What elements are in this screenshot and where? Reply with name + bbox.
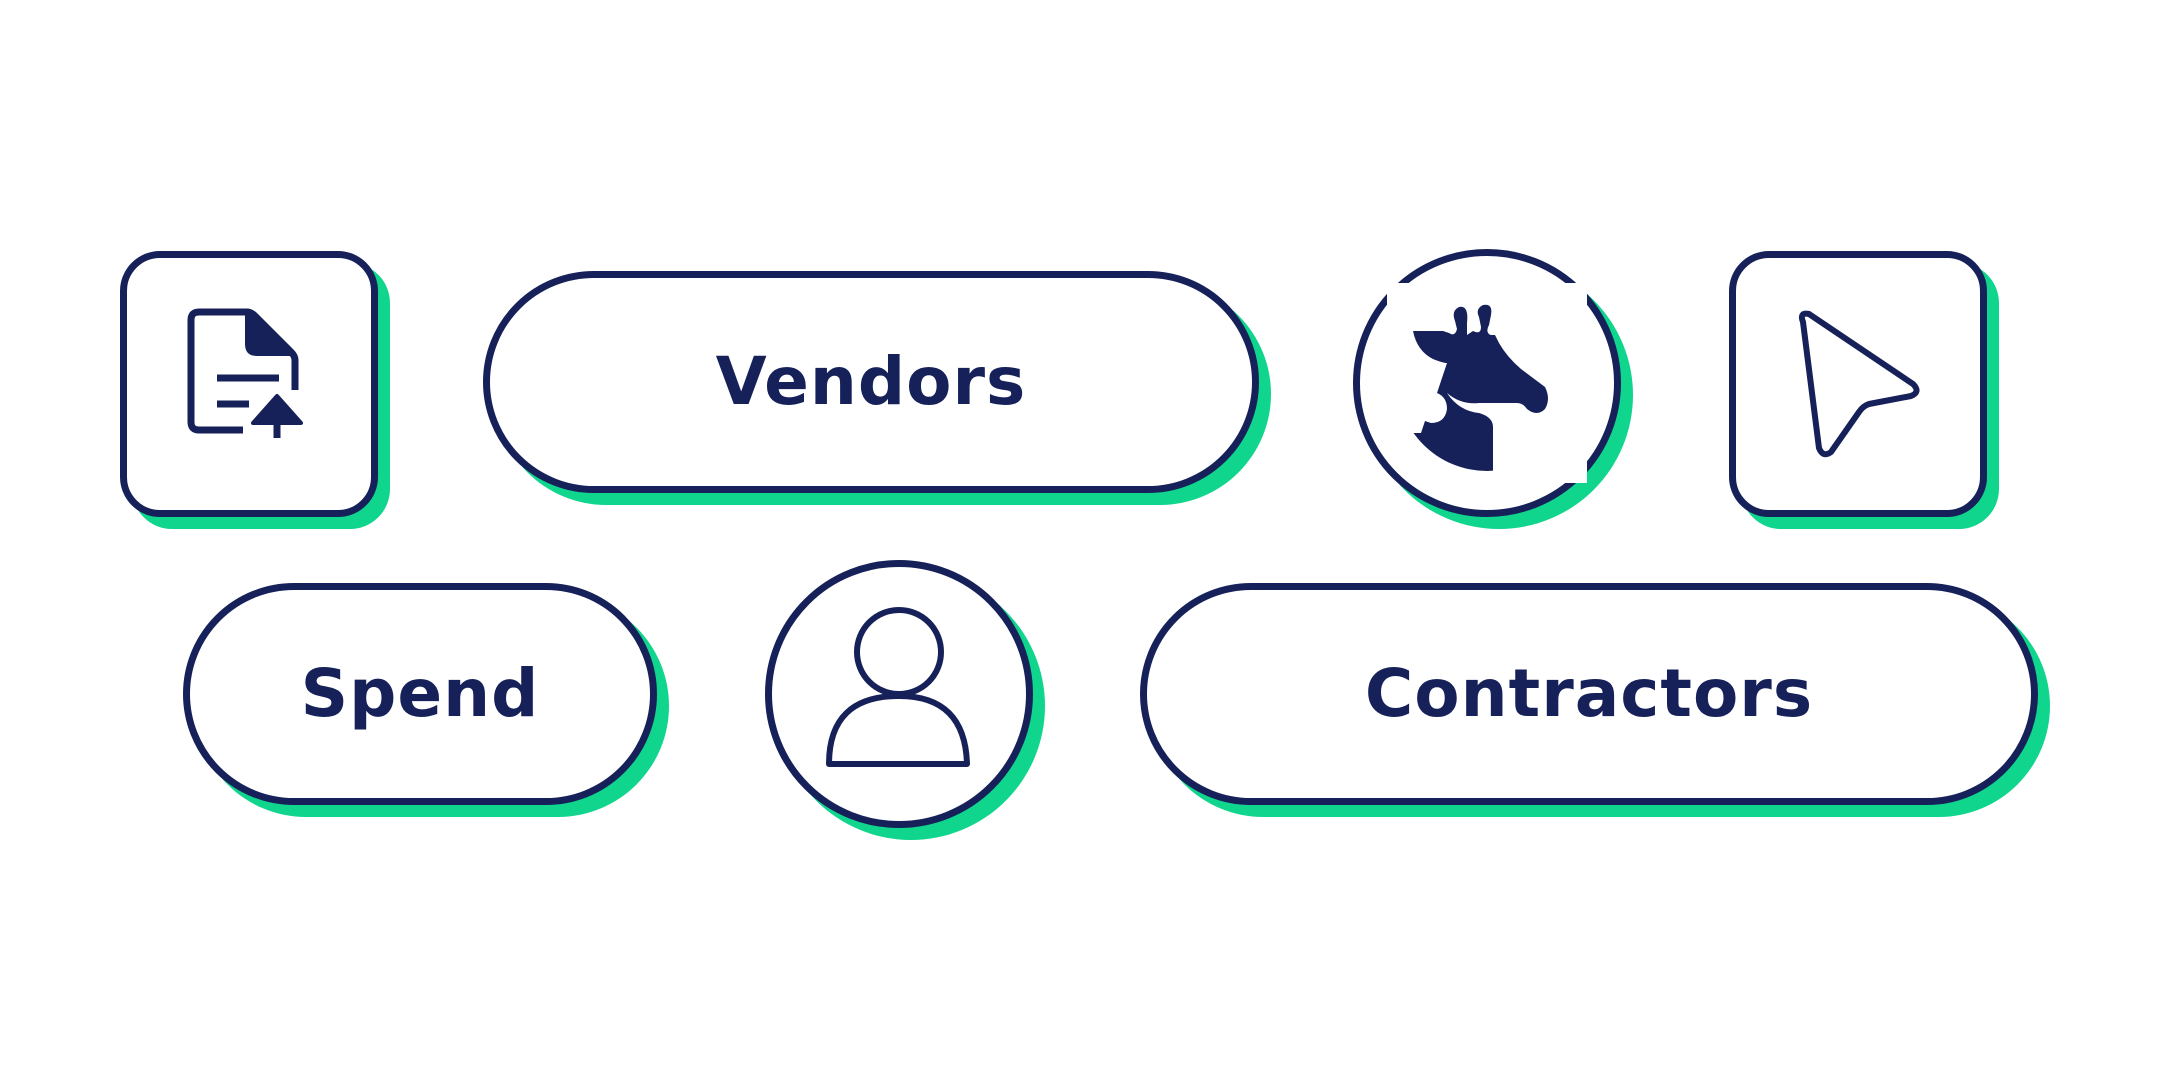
user-tile[interactable] (765, 560, 1033, 828)
spend-label: Spend (300, 655, 540, 732)
cursor-tile[interactable] (1729, 251, 1987, 517)
vendors-label: Vendors (715, 343, 1027, 420)
user-profile-icon (826, 607, 970, 767)
contractors-button[interactable]: Contractors (1140, 583, 2038, 805)
vendors-button[interactable]: Vendors (483, 271, 1259, 493)
spend-button[interactable]: Spend (183, 583, 657, 805)
giraffe-logo-tile[interactable] (1353, 249, 1621, 517)
document-upload-tile[interactable] (120, 251, 378, 517)
document-upload-icon (187, 308, 303, 438)
giraffe-logo-icon (1387, 283, 1587, 483)
cursor-pointer-icon (1798, 310, 1920, 458)
contractors-label: Contractors (1364, 655, 1814, 732)
